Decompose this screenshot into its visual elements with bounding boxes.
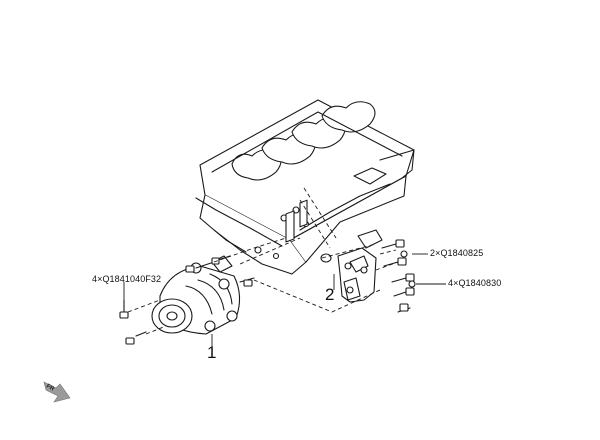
bolt-label-q1841040f32: 4×Q1841040F32	[92, 274, 162, 284]
bolt-group-right	[381, 239, 416, 313]
callout-part-2: 2	[325, 285, 335, 304]
bolt-label-q1840825: 2×Q1840825	[430, 248, 484, 258]
engine-block	[195, 99, 415, 275]
alignment-lines	[127, 187, 399, 335]
compressor-bracket	[320, 229, 383, 303]
leader-lines	[123, 253, 446, 348]
callout-part-1: 1	[207, 343, 217, 362]
bolt-group-left	[119, 255, 255, 345]
front-arrow-icon	[43, 381, 71, 403]
bolt-label-q1840830: 4×Q1840830	[448, 278, 502, 288]
